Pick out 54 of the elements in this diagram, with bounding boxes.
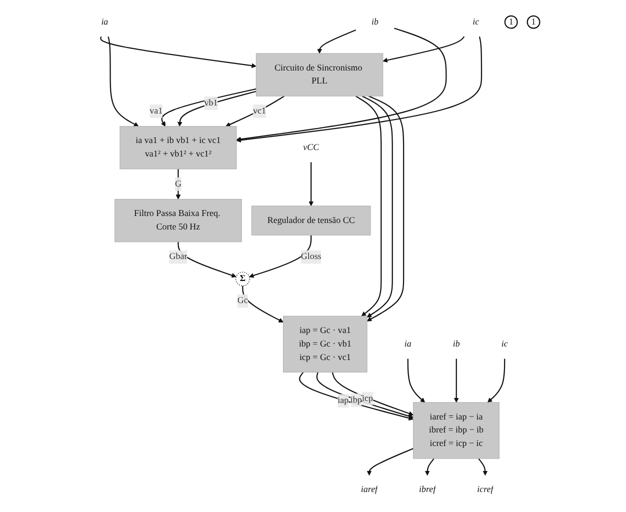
arrow — [362, 96, 394, 318]
arrow — [236, 28, 448, 142]
edge-label: Gc — [238, 294, 248, 308]
edge-label: iap — [338, 394, 350, 408]
signal-label: vCC — [304, 142, 320, 152]
edge-label: ibp — [350, 393, 362, 407]
arrow — [249, 235, 312, 278]
arrow — [488, 358, 506, 403]
arrow — [383, 36, 466, 63]
signal-label: ib — [453, 339, 460, 349]
signal-label: ia — [404, 339, 412, 349]
edge-label: Gloss — [301, 250, 322, 264]
reference-circle: 1 — [504, 15, 518, 29]
arrow — [408, 358, 426, 403]
signal-label: ia — [102, 17, 109, 27]
signal-label: ibref — [419, 484, 436, 494]
signal-label: icref — [478, 484, 494, 494]
process-box: iap = Gc · va1 ibp = Gc · vb1 icp = Gc · vc1 — [283, 316, 368, 372]
arrow — [299, 372, 414, 420]
arrow — [317, 30, 356, 54]
arrow — [161, 88, 257, 127]
process-box: ia va1 + ib vb1 + ic vc1 va1² + vb1² + vc1² — [120, 126, 238, 170]
signal-label: ic — [473, 17, 480, 27]
edge-label: Gbar — [170, 250, 188, 264]
arrow — [309, 162, 314, 206]
arrow — [236, 36, 482, 143]
signal-label: ic — [502, 339, 508, 349]
arrow — [108, 36, 140, 127]
process-box: Circuito de Sincronismo PLL — [256, 53, 384, 96]
process-box: Filtro Passa Baixa Freq. Corte 50 Hz — [114, 198, 242, 242]
process-box: iaref = iap − ia ibref = ibp − ib icref = icp − ic — [413, 402, 500, 459]
arrow — [478, 458, 488, 476]
edge-label: vc1 — [253, 104, 266, 118]
edge-label: G — [175, 177, 182, 191]
arrow — [176, 168, 182, 200]
arrow — [356, 96, 382, 316]
process-box: Regulador de tensão CC — [252, 206, 372, 236]
arrow — [242, 286, 284, 322]
arrow — [100, 36, 257, 68]
arrow — [332, 372, 414, 416]
arrow — [316, 372, 414, 419]
edge-label: icp — [362, 392, 374, 406]
signal-label: ib — [372, 17, 379, 27]
edge-label: vb1 — [204, 96, 218, 110]
arrow — [367, 96, 405, 322]
reference-circle: 1 — [527, 15, 541, 29]
edge-label: va1 — [150, 104, 164, 118]
arrow — [178, 90, 257, 127]
arrow — [454, 358, 460, 403]
arrow — [178, 242, 237, 278]
arrow — [425, 458, 435, 476]
summing-junction: Σ — [236, 272, 250, 286]
arrow — [367, 448, 414, 476]
signal-label: iaref — [361, 484, 378, 494]
